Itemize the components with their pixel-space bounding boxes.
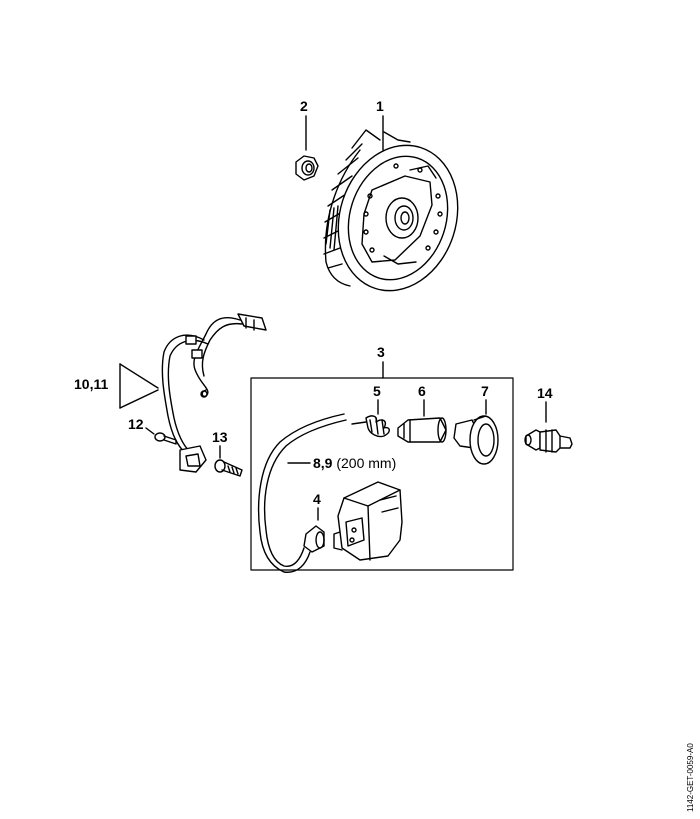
callout-2: 2 xyxy=(300,98,308,114)
ignition-lead-part xyxy=(257,413,347,573)
screw-13-part xyxy=(214,445,243,477)
callout-5: 5 xyxy=(373,383,381,399)
callout-6: 6 xyxy=(418,383,426,399)
callout-13: 13 xyxy=(212,429,228,445)
wiring-harness-part xyxy=(119,313,267,473)
boot-part xyxy=(397,399,447,443)
callout-8-9: 8,9 (200 mm) xyxy=(313,455,396,471)
callout-12: 12 xyxy=(128,416,144,432)
adapter-part xyxy=(303,507,325,553)
flywheel-part xyxy=(323,115,459,292)
cap-part xyxy=(453,399,499,465)
callout-7: 7 xyxy=(481,383,489,399)
ignition-module-box xyxy=(250,361,514,571)
callout-10-11: 10,11 xyxy=(74,376,109,392)
callout-4: 4 xyxy=(313,491,321,507)
callout-1: 1 xyxy=(376,98,384,114)
callout-14: 14 xyxy=(537,385,553,401)
screw-12-part xyxy=(145,427,177,445)
callout-8-9-number: 8,9 xyxy=(313,455,333,471)
spring-part xyxy=(351,399,390,438)
callout-3: 3 xyxy=(377,344,385,360)
nut-part xyxy=(295,115,319,181)
document-reference: 1142-GET-0059-A0 xyxy=(686,743,695,812)
callout-8-9-length: (200 mm) xyxy=(336,455,397,471)
short-circuit-wire-part xyxy=(524,401,573,453)
ignition-coil-part xyxy=(333,481,403,561)
